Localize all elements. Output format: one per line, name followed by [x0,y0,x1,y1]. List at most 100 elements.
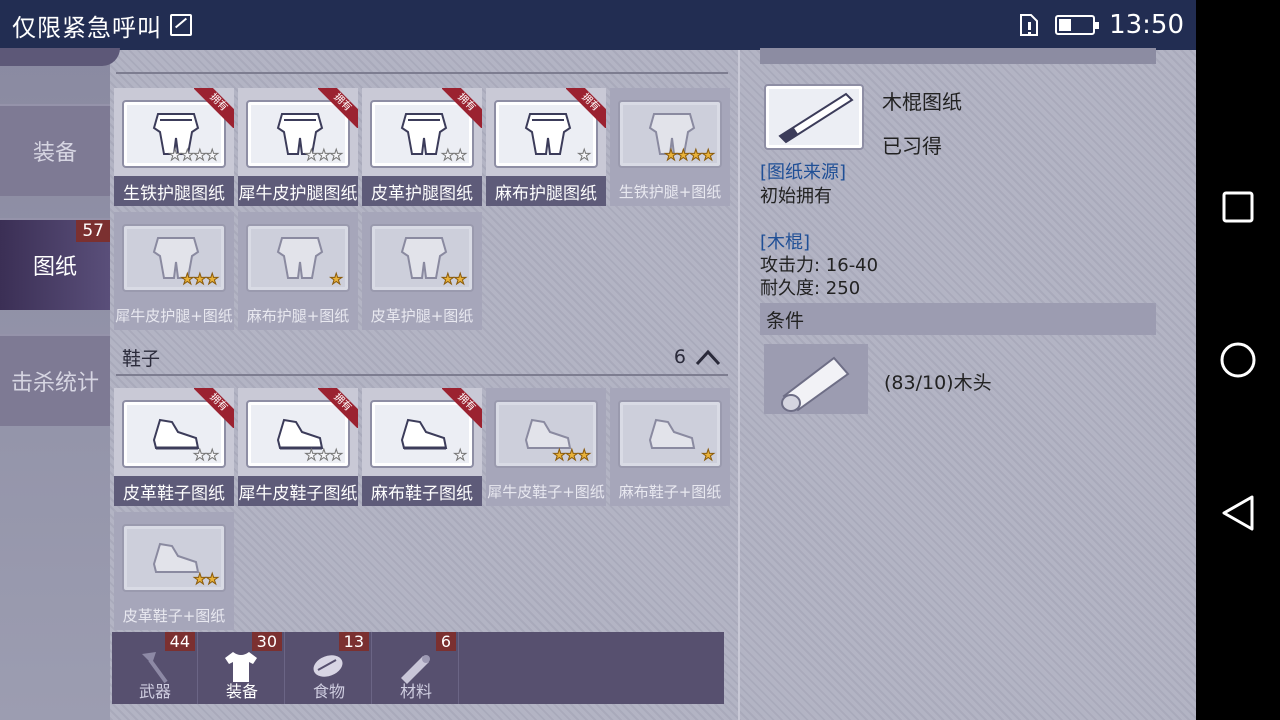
shoe-icon [152,542,200,573]
count-badge: 13 [338,632,369,651]
blueprint-thumbnail: ★★★ [494,400,598,468]
durability-stat: 耐久度: 250 [760,278,861,299]
shoe-icon [152,418,200,450]
card-label: 皮革护腿+图纸 [362,300,482,330]
game-screen: 装备 图纸 57 击杀统计 ★★★★ 拥有 生铁护腿图纸 ★★★ 拥有 犀牛皮护… [0,48,1196,720]
recents-square-icon[interactable] [1214,183,1262,231]
category-materials[interactable]: 6 材料 [373,632,459,704]
conditions-header: 条件 [760,303,1156,335]
star-rating: ★★ [193,446,220,465]
card-label: 犀牛皮鞋子图纸 [238,476,358,506]
blueprint-card[interactable]: ★★ 拥有 皮革鞋子图纸 [114,388,234,506]
category-label: 装备 [225,682,258,701]
shoe-icon [648,418,696,449]
owned-ribbon: 拥有 [442,88,482,128]
owned-ribbon: 拥有 [318,88,358,128]
card-label: 生铁护腿图纸 [114,176,234,206]
source-text: 初始拥有 [760,186,832,207]
blueprint-card[interactable]: ★ 麻布护腿+图纸 [238,212,358,330]
attack-stat: 攻击力: 16-40 [760,255,879,276]
shoe-icon [276,418,324,450]
condition-requirement: (83/10)木头 [884,372,992,394]
card-label: 犀牛皮护腿+图纸 [114,300,234,330]
star-rating: ★ [329,270,344,289]
card-label: 皮革鞋子图纸 [114,476,234,506]
leg-armor-icon [152,113,200,155]
blueprint-card[interactable]: ★★★★ 拥有 生铁护腿图纸 [114,88,234,206]
star-rating: ★★★ [304,446,343,465]
star-rating: ★★★ [180,270,219,289]
battery-icon [1055,15,1100,35]
star-rating: ★ [453,446,468,465]
status-bar: 仅限紧急呼叫 13:50 [0,0,1196,50]
tab-label: 装备 [32,141,77,166]
star-rating: ★ [701,446,716,465]
owned-ribbon: 拥有 [566,88,606,128]
tab-blueprints[interactable]: 图纸 57 [0,218,110,310]
category-weapons[interactable]: 44 武器 [112,632,198,704]
blueprint-card[interactable]: ★★★ 拥有 犀牛皮鞋子图纸 [238,388,358,506]
blueprint-card[interactable]: ★ 麻布鞋子+图纸 [610,388,730,506]
category-food[interactable]: 13 食物 [286,632,372,704]
detail-panel: 木棍图纸 已习得 [图纸来源] 初始拥有 [木棍] 攻击力: 16-40 耐久度… [758,48,1158,720]
star-rating: ★★ [441,146,468,165]
blueprint-name: 木棍图纸 [882,90,962,114]
category-equipment[interactable]: 30 装备 [199,632,285,704]
card-label: 麻布鞋子+图纸 [610,476,730,506]
source-heading: [图纸来源] [760,162,847,183]
owned-ribbon: 拥有 [194,388,234,428]
tab-equipment[interactable]: 装备 [0,104,110,196]
blueprint-card[interactable]: ★ 拥有 麻布护腿图纸 [486,88,606,206]
blueprint-thumbnail: ★★★ [246,400,350,468]
section-header-shoes[interactable]: 鞋子 6 [122,344,722,370]
back-triangle-icon[interactable] [1214,489,1262,537]
meat-icon [313,655,343,677]
navigation-bar [1196,0,1280,720]
section-title: 鞋子 [122,347,161,370]
shirt-icon [225,652,257,682]
chevron-up-icon[interactable] [694,347,722,367]
category-label: 武器 [138,682,171,701]
tab-label: 击杀统计 [10,371,99,396]
card-label: 犀牛皮护腿图纸 [238,176,358,206]
learned-status: 已习得 [882,134,942,158]
card-label: 生铁护腿+图纸 [610,176,730,206]
star-rating: ★★★ [552,446,591,465]
card-label: 麻布鞋子图纸 [362,476,482,506]
card-label: 麻布护腿+图纸 [238,300,358,330]
card-label: 皮革鞋子+图纸 [114,600,234,630]
section-divider [116,374,728,376]
section-divider [116,72,728,74]
blueprint-card[interactable]: ★★★★ 生铁护腿+图纸 [610,88,730,206]
blueprint-card[interactable]: ★★★ 拥有 犀牛皮护腿图纸 [238,88,358,206]
category-label: 材料 [399,682,432,701]
blueprint-card[interactable]: ★★★ 犀牛皮鞋子+图纸 [486,388,606,506]
top-tab-fragment [0,48,120,66]
status-bar-title: 仅限紧急呼叫 [12,13,162,42]
blueprint-card[interactable]: ★★★ 犀牛皮护腿+图纸 [114,212,234,330]
leg-armor-icon [400,113,448,155]
leg-armor-icon [648,113,696,155]
blueprint-card[interactable]: ★★ 拥有 皮革护腿图纸 [362,88,482,206]
count-badge: 44 [164,632,195,651]
blueprint-card[interactable]: ★ 拥有 麻布鞋子图纸 [362,388,482,506]
star-rating: ★★★ [304,146,343,165]
blueprint-card[interactable]: ★★ 皮革护腿+图纸 [362,212,482,330]
star-rating: ★★ [193,570,220,589]
blueprint-thumbnail: ★★ [122,400,226,468]
category-label: 食物 [312,682,345,701]
blueprint-thumbnail: ★★ [370,224,474,292]
leg-armor-icon [276,237,324,279]
card-label: 皮革护腿图纸 [362,176,482,206]
blueprint-thumbnail: ★★★ [246,100,350,168]
blueprint-thumbnail: ★★ [370,100,474,168]
image-icon [170,14,192,36]
tab-kill-stats[interactable]: 击杀统计 [0,334,110,426]
sim-alert-icon [1020,14,1039,36]
home-circle-icon[interactable] [1214,336,1262,384]
detail-thumbnail [764,84,864,150]
wood-log-icon [401,655,430,684]
blueprint-card[interactable]: ★★ 皮革鞋子+图纸 [114,512,234,630]
shoe-icon [400,418,448,450]
section-count: 6 [673,346,686,368]
